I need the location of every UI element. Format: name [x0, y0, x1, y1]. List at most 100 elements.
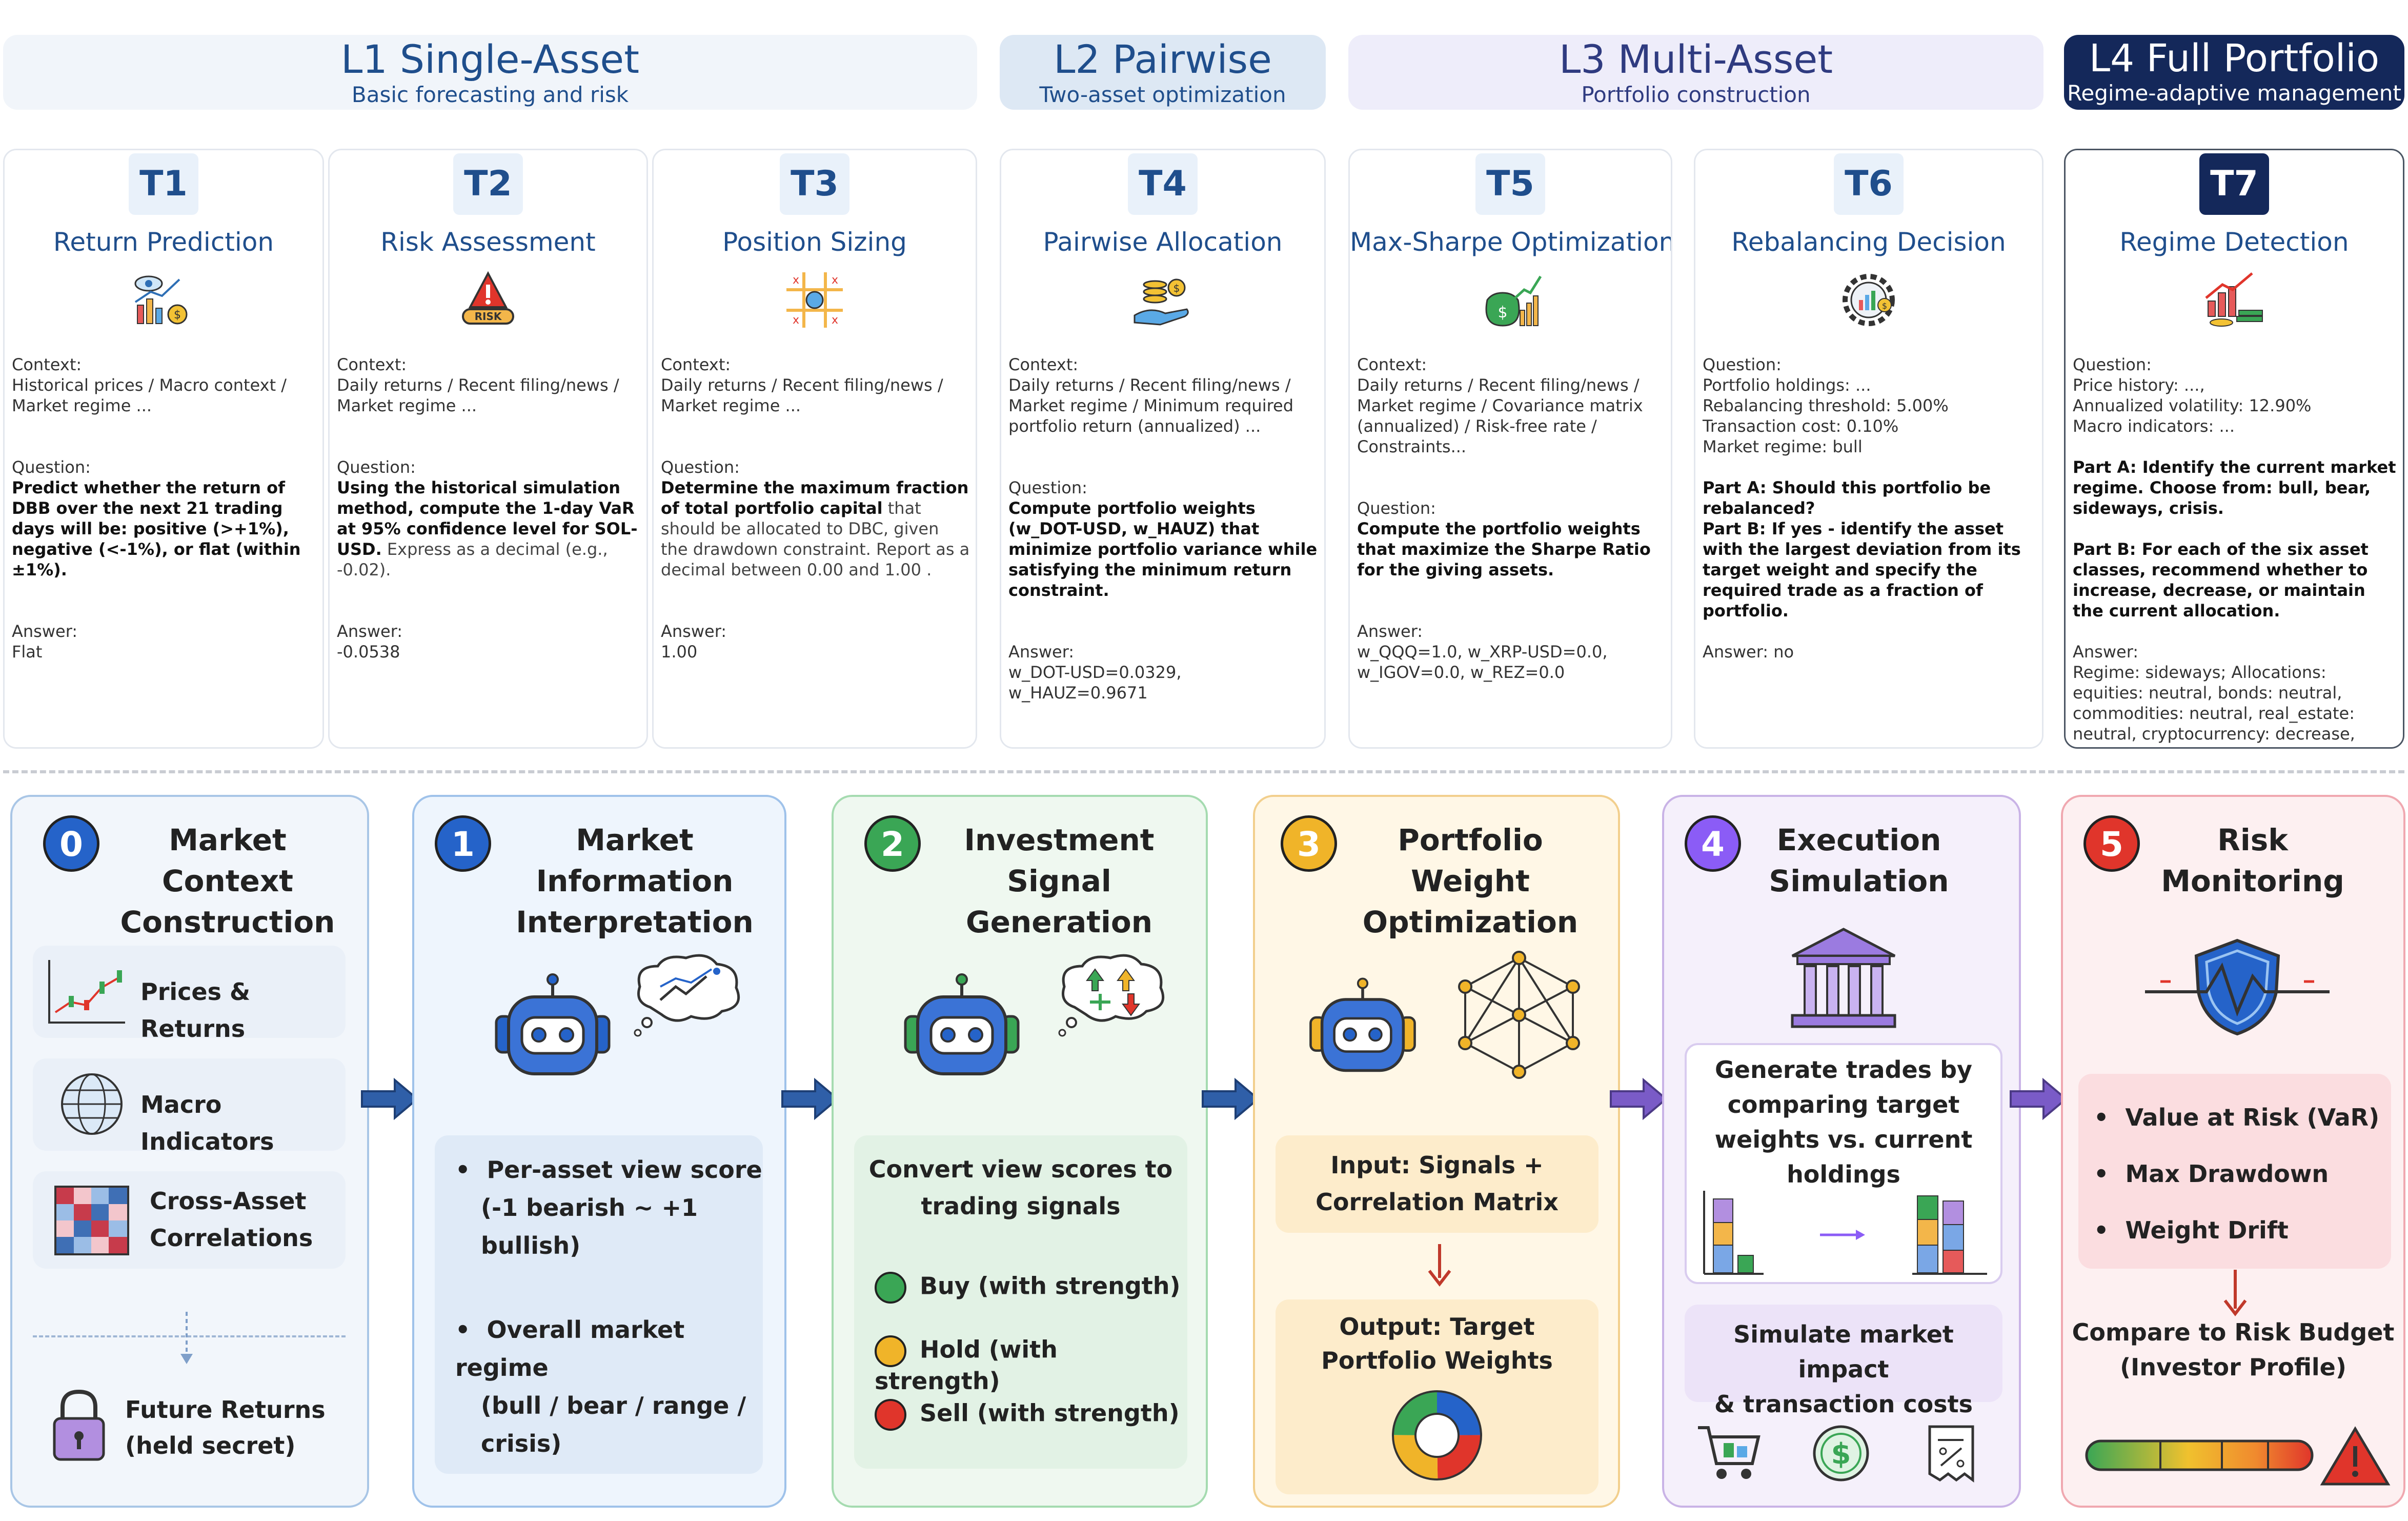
question-line: Market regime: bull	[1703, 437, 1863, 456]
stage-title-line: Execution	[1776, 823, 1941, 857]
stage-title: Investment Signal Generation	[926, 819, 1192, 943]
signal-buy: Buy (with strength)	[875, 1272, 1181, 1304]
task-badge: T7	[2199, 153, 2269, 215]
market-impact-text: Simulate market impact & transaction cos…	[1685, 1317, 2002, 1422]
risk-metrics-box: • Value at Risk (VaR) • Max Drawdown • W…	[2078, 1074, 2391, 1269]
market-impact-line: Simulate market impact	[1733, 1320, 1954, 1383]
signal-output-box: Convert view scores to trading signals B…	[854, 1135, 1187, 1469]
question-label: Question:	[661, 457, 740, 477]
optimization-output-box: Output: Target Portfolio Weights	[1276, 1299, 1598, 1494]
svg-text:x: x	[832, 314, 838, 327]
question-line: Annualized volatility: 12.90%	[2073, 396, 2312, 415]
task-body: Question: Price history: ..., Annualized…	[2073, 354, 2398, 747]
trade-text-line: Generate trades by	[1715, 1056, 1972, 1084]
question-label: Question:	[1357, 498, 1436, 518]
question-label: Question:	[337, 457, 416, 477]
risk-warning-icon: RISK	[462, 271, 514, 325]
context-label: Context:	[1357, 355, 1427, 374]
svg-text:x: x	[793, 314, 799, 327]
task-card-t3: T3 Position Sizing x x x x Context: Dail…	[652, 149, 977, 749]
down-arrow-icon	[180, 1312, 193, 1364]
stage-title: Execution Simulation	[1746, 819, 1972, 902]
stage-number: 0	[43, 815, 99, 872]
flow-arrow-icon	[1202, 1077, 1260, 1120]
bullet-text: (bull / bear / range /	[481, 1392, 746, 1419]
level-banner-l1: L1 Single-Asset Basic forecasting and ri…	[3, 35, 977, 110]
risk-gauge-icon	[2085, 1426, 2391, 1486]
task-body: Context: Daily returns / Recent filing/n…	[337, 354, 641, 662]
task-title: Return Prediction	[53, 227, 274, 257]
market-impact-box: Simulate market impact & transaction cos…	[1685, 1305, 2002, 1418]
flow-arrow-icon	[361, 1077, 419, 1120]
bullet-text: Overall market regime	[455, 1316, 685, 1382]
answer-text: w_QQQ=1.0, w_XRP-USD=0.0, w_IGOV=0.0, w_…	[1357, 642, 1608, 682]
input-label-line: Correlations	[150, 1224, 313, 1252]
position-sizing-icon: x x x x	[786, 272, 843, 328]
signal-sell: Sell (with strength)	[875, 1399, 1180, 1431]
answer-text: Answer: no	[1703, 642, 1794, 662]
stage-1-market-interpretation: 1 Market Information Interpretation • Pe…	[412, 795, 786, 1508]
stage-number: 1	[435, 815, 491, 872]
question-label: Question:	[2073, 355, 2152, 374]
task-badge: T2	[453, 153, 523, 215]
level-subtitle: Regime-adaptive management	[2067, 81, 2401, 106]
level-title: L2 Pairwise	[1054, 36, 1272, 82]
output-bullets: • Per-asset view score (-1 bearish ~ +1 …	[455, 1151, 763, 1463]
metric-item: • Value at Risk (VaR)	[2094, 1104, 2380, 1131]
input-label: Cross-Asset Correlations	[150, 1183, 313, 1256]
money-growth-icon: $	[1485, 275, 1542, 327]
stage-4-execution-simulation: 4 Execution Simulation Generate trades b…	[1662, 795, 2021, 1508]
flow-arrow-icon	[781, 1077, 840, 1120]
risk-budget-text: Compare to Risk Budget (Investor Profile…	[2063, 1315, 2403, 1385]
flow-arrow-icon	[2010, 1077, 2068, 1120]
stage-5-risk-monitoring: 5 Risk Monitoring • Value at Risk (VaR) …	[2061, 795, 2405, 1508]
answer-label: Answer:	[2073, 642, 2139, 662]
robot-icon	[1309, 977, 1416, 1072]
level-banner-l4: L4 Full Portfolio Regime-adaptive manage…	[2064, 35, 2404, 110]
bullet-item: • Overall market regime	[455, 1316, 685, 1382]
signal-label: Hold (with strength)	[875, 1335, 1058, 1395]
level-subtitle: Basic forecasting and risk	[351, 82, 629, 107]
stage-number: 3	[1281, 815, 1337, 872]
stage-title-line: Portfolio Weight	[1398, 823, 1543, 898]
optimization-input-box: Input: Signals + Correlation Matrix	[1276, 1135, 1598, 1233]
stage-number: 4	[1685, 815, 1741, 872]
task-title: Risk Assessment	[380, 227, 596, 257]
svg-text:$: $	[1882, 301, 1887, 311]
level-banner-l2: L2 Pairwise Two-asset optimization	[1000, 35, 1326, 110]
trade-text-line: comparing target	[1727, 1091, 1960, 1118]
context-text: Daily returns / Recent filing/news / Mar…	[1357, 375, 1643, 456]
question-note: that should be allocated to DBC, given t…	[661, 498, 970, 579]
stage-title: Market Context Construction	[105, 819, 351, 943]
question-label: Question:	[1703, 355, 1782, 374]
svg-text:x: x	[793, 274, 799, 287]
context-text: Daily returns / Recent filing/news / Mar…	[337, 375, 619, 415]
task-card-t5: T5 Max-Sharpe Optimization $ Context: Da…	[1348, 149, 1672, 749]
answer-label: Answer:	[12, 622, 78, 641]
input-label-line: Cross-Asset	[150, 1187, 307, 1215]
thought-bubble-chart-icon	[634, 954, 740, 1037]
lock-icon	[53, 1389, 105, 1461]
task-title: Position Sizing	[722, 227, 907, 257]
optimization-output-line: Output: Target	[1339, 1313, 1535, 1340]
task-title: Rebalancing Decision	[1731, 227, 2006, 257]
stage-title-line: Risk	[2217, 823, 2288, 857]
bullet-text: Per-asset view score	[487, 1156, 762, 1184]
task-card-t6: T6 Rebalancing Decision $ Question: Port…	[1694, 149, 2043, 749]
donut-chart-icon	[1392, 1390, 1482, 1480]
svg-text:$: $	[1831, 1437, 1851, 1471]
answer-label: Answer:	[337, 622, 403, 641]
task-body: Question: Portfolio holdings: ... Rebala…	[1703, 354, 2037, 662]
question-line: Transaction cost: 0.10%	[1703, 416, 1899, 436]
stage-title-line: Construction	[120, 905, 335, 939]
optimization-output-line: Portfolio Weights	[1321, 1347, 1553, 1374]
hold-icon	[875, 1335, 906, 1367]
task-title: Regime Detection	[2119, 227, 2349, 257]
question-text: Compute portfolio weights (w_DOT-USD, w_…	[1008, 498, 1318, 600]
svg-text:$: $	[1173, 282, 1180, 294]
answer-text: -0.0538	[337, 642, 400, 662]
stage-title-line: Investment Signal	[964, 823, 1155, 898]
level-subtitle: Two-asset optimization	[1039, 82, 1286, 107]
trade-generation-box: Generate trades by comparing target weig…	[1685, 1043, 2002, 1284]
interpretation-output-box: • Per-asset view score (-1 bearish ~ +1 …	[435, 1135, 763, 1474]
